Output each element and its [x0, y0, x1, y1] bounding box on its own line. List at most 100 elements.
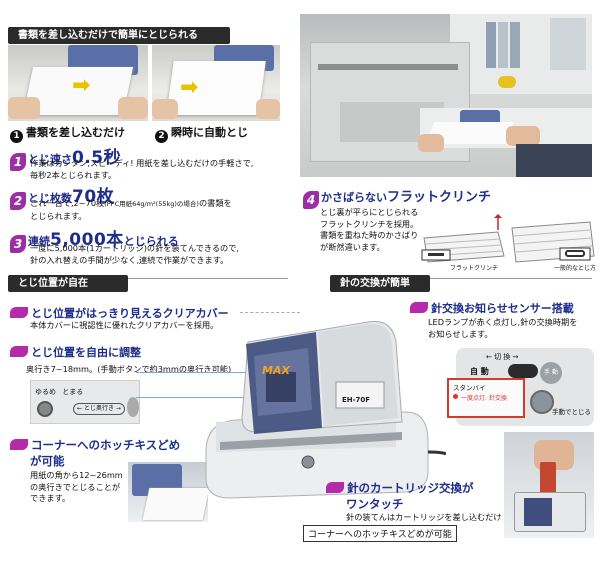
section-header-position: とじ位置が自在: [8, 275, 128, 292]
adjust-desc: 奥行き7~18mm。(手動ボタンで約3mmの奥行き可能): [26, 364, 232, 374]
feature-2-desc: これ一台で,2~70枚(PPC用紙64g/m²(55kg)の場合)の書類を とじ…: [30, 198, 232, 222]
feature-2-desc-a: これ一台で,2~70枚: [30, 198, 105, 208]
feature-2-label: とじ枚数: [28, 192, 72, 205]
feature-3-desc-line-2: 針の入れ替えの手間が少なく,連続で作業ができます。: [30, 254, 229, 265]
normal-stack: [511, 221, 595, 263]
sensor-title: 針交換お知らせセンサー搭載: [410, 300, 574, 316]
knob-icon: [37, 401, 53, 417]
corner-desc-line-2: の奥行きでとじることが: [30, 481, 121, 492]
led-indicator-icon: [453, 394, 458, 399]
clinch-comparison-svg: [421, 214, 595, 263]
manual-dial: 手 動: [540, 362, 562, 384]
feature-3-label: 連続: [28, 235, 50, 248]
manual-staple-button: [530, 390, 554, 414]
section-header-cartridge-text: 針の交換が簡単: [340, 278, 410, 289]
cartridge-title-line-1: 針のカートリッジ交換が: [347, 481, 474, 495]
sensor-callout: スタンバイ 一度点灯: 針交換: [447, 378, 525, 418]
corner-title-2: が可能: [30, 454, 65, 468]
knob-label-stop: とまる: [62, 388, 84, 396]
clear-cover-title-text: とじ位置がはっきり見えるクリアカバー: [31, 307, 229, 320]
clear-cover-title: とじ位置がはっきり見えるクリアカバー: [10, 305, 229, 321]
adjust-title: とじ位置を自由に調整: [10, 344, 141, 360]
feature-4-desc-line-2: フラットクリンチを採用。: [320, 218, 419, 229]
corner-desc-line-3: できます。: [30, 493, 71, 503]
feature-3-desc-line-1: 一度に5,000本(1カートリッジ)の針を装てんできるので,: [30, 243, 240, 253]
photo-cartridge-swap: [504, 432, 594, 538]
depth-slider-label: とじ奥行き: [83, 405, 114, 412]
knob-label-loosen: ゆるめ: [35, 388, 56, 396]
sensor-title-text: 針交換お知らせセンサー搭載: [431, 302, 574, 315]
section-header-position-text: とじ位置が自在: [18, 278, 88, 289]
sensor-pill: [410, 302, 428, 313]
cartridge-title: 針のカートリッジ交換が: [326, 480, 474, 496]
photo-depth-knob: ゆるめ とまる ← とじ奥行き →: [30, 380, 140, 424]
photo-insert-paper: ➡: [8, 45, 148, 121]
flat-clinch-label: フラットクリンチ: [450, 265, 499, 272]
feature-4-badge: 4: [303, 191, 319, 209]
sensor-desc-line-2: お知らせします。: [428, 328, 493, 339]
corner-desc: 用紙の角から12~26mm の奥行きでとじることが できます。: [30, 470, 123, 505]
cartridge-pill: [326, 482, 344, 493]
stapler-brand-logo: MAX: [262, 364, 290, 377]
step-2-number: 2: [155, 130, 168, 143]
adjust-pill: [10, 346, 28, 357]
step-2-label: 瞬時に自動とじ: [171, 126, 248, 139]
feature-1-label: とじ速さ: [28, 153, 72, 166]
clear-cover-pill: [10, 307, 28, 318]
section-header-cartridge: 針の交換が簡単: [330, 275, 430, 292]
feature-1-value: 0.5秒: [72, 148, 122, 168]
feature-4-desc: とじ裏が平らにとじられる フラットクリンチを採用。 書類を重ねた時のかさばり が…: [320, 207, 418, 253]
flat-stack: [421, 231, 505, 263]
feature-1-desc-line-1: 作業はカンタン,スピーディ! 用紙を差し込むだけの手軽さで,: [30, 158, 254, 168]
feature-3-badge: 3: [10, 235, 26, 253]
mode-switch: [508, 364, 538, 378]
photo-corner-stapling: [128, 462, 208, 522]
footer-note: コーナーへのホッチキスどめが可能: [303, 525, 457, 542]
feature-2-desc-paper: (PPC用紙64g/m²(55kg)の場合): [104, 200, 199, 208]
depth-slider: ← とじ奥行き →: [73, 403, 125, 415]
feature-2-desc-b: の書類を: [198, 198, 232, 208]
corner-title-line-1: コーナーへのホッチキスどめ: [31, 438, 181, 452]
section-header-text: 書類を差し込むだけで簡単にとじられる: [18, 30, 198, 41]
feature-1-badge: 1: [10, 153, 26, 171]
empty-indicator-label: 一度点灯: 針交換: [461, 395, 507, 402]
corner-pill: [10, 439, 28, 450]
normal-clinch-label: 一般的なとじ方: [554, 265, 597, 272]
photo-auto-binding: ➡: [152, 45, 280, 121]
feature-2-desc-line-2: とじられます。: [30, 210, 87, 221]
clear-cover-desc: 本体カバーに視認性に優れたクリアカバーを採用。: [30, 320, 219, 330]
feature-4-desc-line-4: が断然違います。: [320, 241, 385, 252]
step-1-number: 1: [10, 130, 23, 143]
corner-desc-line-1: 用紙の角から12~26mm: [30, 470, 123, 480]
stapler-svg: [205, 320, 447, 499]
panel-auto-label: 自 動: [470, 367, 489, 376]
standby-label: スタンバイ: [453, 384, 486, 392]
feature-1-desc: 作業はカンタン,スピーディ! 用紙を差し込むだけの手軽さで, 毎秒2本とじられま…: [30, 158, 253, 181]
feature-3-desc: 一度に5,000本(1カートリッジ)の針を装てんできるので, 針の入れ替えの手間…: [30, 243, 239, 266]
sensor-desc-line-1: LEDランプが赤く点灯し,針の交換時期を: [428, 317, 578, 327]
manual-button-label: 手動でとじる: [552, 408, 591, 416]
feature-2-value: 70枚: [72, 187, 115, 207]
cartridge-desc: 針の装てんはカートリッジを差し込むだけ: [346, 512, 502, 522]
photo-office-scene: [300, 14, 592, 177]
feature-3-value: 5,000本: [50, 230, 124, 250]
feature-1-desc-line-2: 毎秒2本とじられます。: [30, 169, 117, 180]
sensor-desc: LEDランプが赤く点灯し,針の交換時期を お知らせします。: [428, 317, 577, 340]
flat-clinch-illustration: [420, 214, 596, 274]
feature-4-desc-line-1: とじ裏が平らにとじられる: [320, 207, 419, 217]
section-header-easy-binding: 書類を差し込むだけで簡単にとじられる: [8, 27, 230, 44]
feature-2-badge: 2: [10, 192, 26, 210]
feature-4-desc-line-3: 書類を重ねた時のかさばり: [320, 230, 419, 240]
step-1-label: 書類を差し込むだけ: [26, 126, 125, 139]
adjust-title-text: とじ位置を自由に調整: [31, 346, 141, 359]
feature-4-value: フラットクリンチ: [387, 190, 492, 205]
stapler-model-label: EH-70F: [342, 396, 371, 404]
feature-3-suffix: とじられる: [123, 235, 179, 248]
stapler-product: MAX EH-70F: [196, 302, 447, 502]
